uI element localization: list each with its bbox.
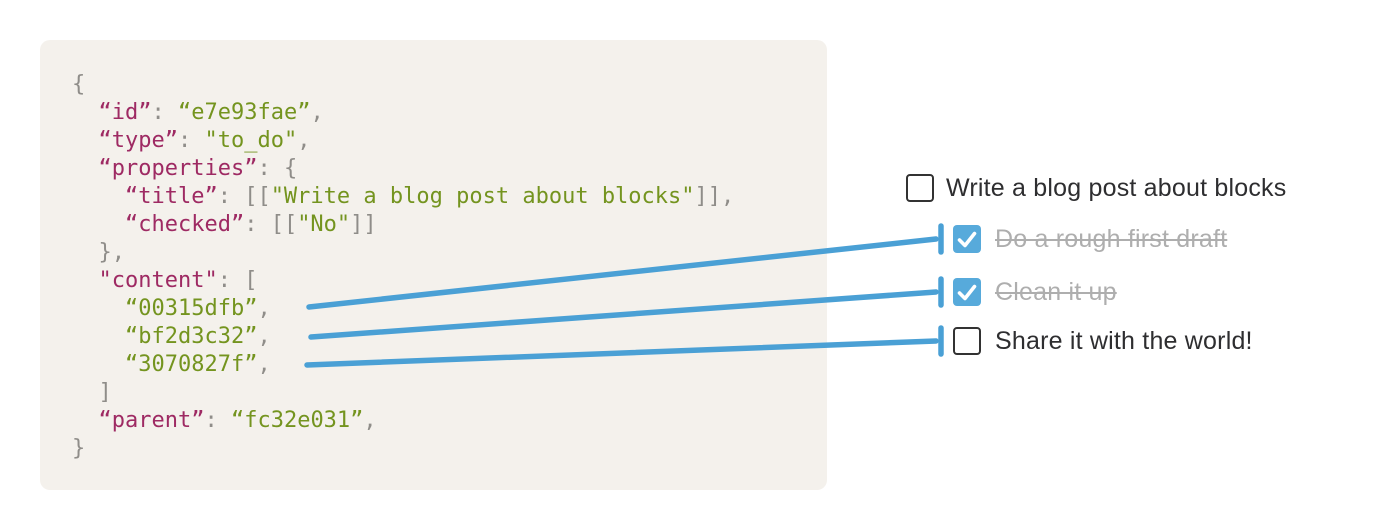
code-token: “bf2d3c32”	[124, 324, 258, 349]
code-token: "No"	[297, 212, 351, 237]
checkbox-unchecked-icon[interactable]	[953, 327, 981, 355]
todo-item: Do a rough first draft	[953, 223, 1227, 255]
code-token: ,	[257, 324, 271, 349]
checkbox-checked-icon[interactable]	[953, 225, 981, 253]
code-token: “fc32e031”	[230, 408, 364, 433]
code-token: ]	[72, 380, 112, 405]
code-token: ,	[257, 296, 271, 321]
code-token: “type”	[98, 128, 178, 153]
code-token: ,	[257, 352, 271, 377]
code-token: {	[72, 72, 86, 97]
code-token: "content"	[98, 268, 218, 293]
code-token: "to_do"	[204, 128, 298, 153]
code-token: :	[177, 128, 205, 153]
code-token: “title”	[124, 184, 218, 209]
code-token: “parent”	[98, 408, 205, 433]
code-token: : [[	[217, 184, 271, 209]
code-token: “id”	[98, 100, 152, 125]
code-token: ,	[363, 408, 377, 433]
code-token: "Write a blog post about blocks"	[270, 184, 695, 209]
todo-label: Clean it up	[995, 277, 1117, 306]
code-token: “checked”	[124, 212, 245, 237]
code-token: ]],	[694, 184, 735, 209]
todo-label: Share it with the world!	[995, 326, 1253, 355]
code-token: :	[151, 100, 178, 125]
code-token: }	[72, 436, 86, 461]
code-token: “e7e93fae”	[177, 100, 311, 125]
code-token: : {	[257, 156, 298, 181]
todo-label: Do a rough first draft	[995, 224, 1228, 253]
checkbox-checked-icon[interactable]	[953, 278, 981, 306]
code-token: ,	[297, 128, 311, 153]
code-token: ]]	[350, 212, 377, 237]
code-token: “00315dfb”	[124, 296, 258, 321]
json-code: { “id”: “e7e93fae”, “type”: "to_do", “pr…	[40, 40, 827, 463]
code-token: ,	[310, 100, 324, 125]
code-token: : [	[217, 268, 258, 293]
todo-label: Write a blog post about blocks	[946, 173, 1287, 202]
todo-item: Share it with the world!	[953, 325, 1253, 357]
checkbox-unchecked-icon[interactable]	[906, 174, 934, 202]
code-token: “3070827f”	[124, 352, 258, 377]
code-token: “properties”	[98, 156, 258, 181]
code-token: },	[72, 240, 125, 265]
todo-item: Clean it up	[953, 276, 1117, 308]
todo-item: Write a blog post about blocks	[906, 172, 1286, 204]
code-token: :	[204, 408, 231, 433]
code-token: : [[	[244, 212, 298, 237]
